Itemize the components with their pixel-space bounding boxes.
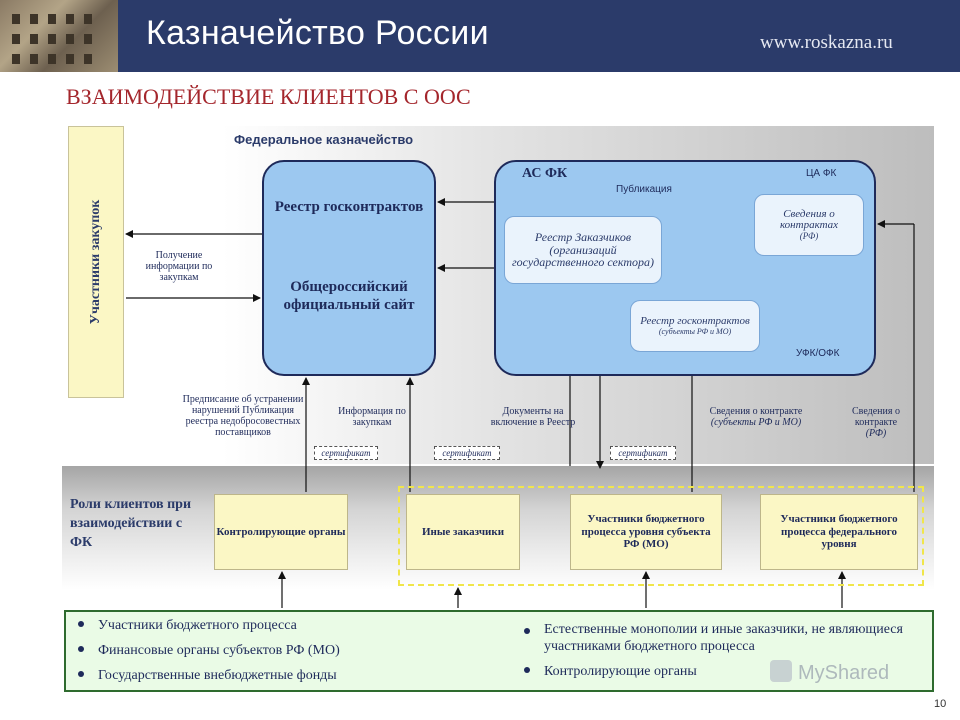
contract-info-subjects-sub: (субъекты РФ и МО) [710, 417, 802, 428]
slide-title: ВЗАИМОДЕЙСТВИЕ КЛИЕНТОВ С ООС [66, 84, 471, 109]
ca-fk-label: ЦА ФК [806, 168, 837, 179]
official-site-title: Общероссийский официальный сайт [283, 279, 415, 313]
contract-info-box: Сведения о контрактах (РФ) [754, 194, 864, 256]
customers-registry-box: Реестр Заказчиков (организаций государст… [504, 216, 662, 284]
certificate-badge-2: сертификат [434, 446, 500, 460]
legend-item: Контролирующие органы [524, 664, 697, 680]
state-contracts-sub: (субъекты РФ и МО) [658, 326, 732, 336]
contract-info-rf-sub: (РФ) [865, 428, 887, 439]
role-control-bodies: Контролирующие органы [214, 494, 348, 570]
prescription-label: Предписание об устранении нарушений Публ… [182, 394, 304, 438]
legend-item: Финансовые органы субъектов РФ (МО) [78, 643, 340, 659]
site-url[interactable]: www.roskazna.ru [760, 32, 893, 53]
state-contracts-text: Реестр госконтрактов [640, 315, 750, 328]
customers-group-outline [398, 486, 924, 586]
state-contracts-box: Реестр госконтрактов (субъекты РФ и МО) [630, 300, 760, 352]
contracts-registry-box: Реестр госконтрактов Общероссийский офиц… [262, 160, 436, 376]
certificate-badge-1: сертификат [314, 446, 378, 460]
roles-label: Роли клиентов при взаимодействии с ФК [70, 497, 192, 550]
building-photo [0, 0, 118, 72]
ufk-ofk-label: УФК/ОФК [796, 348, 840, 359]
legend-item: Государственные внебюджетные фонды [78, 668, 337, 684]
documents-label: Документы на включение в Реестр [490, 406, 576, 428]
contract-info-subjects-label: Сведения о контракте (субъекты РФ и МО) [698, 406, 814, 428]
publication-label: Публикация [616, 184, 672, 195]
watermark-icon [770, 660, 792, 682]
role-regional-budget: Участники бюджетного процесса уровня суб… [570, 494, 722, 570]
contract-info-text: Сведения о контрактах [779, 207, 839, 232]
role-other-customers: Иные заказчики [406, 494, 520, 570]
registry-title: Реестр госконтрактов [274, 199, 424, 215]
participants-box: Участники закупок [68, 126, 124, 398]
receive-info-label: Получение информации по закупкам [145, 250, 213, 283]
contract-info-rf-text: Сведения о контракте [852, 406, 900, 428]
role-federal-budget: Участники бюджетного процесса федерально… [760, 494, 918, 570]
certificate-badge-3: сертификат [610, 446, 676, 460]
federal-treasury-label: Федеральное казначейство [234, 132, 414, 147]
asfk-title: АС ФК [522, 166, 568, 181]
header-bar [0, 0, 960, 72]
watermark: MyShared [798, 662, 890, 684]
customers-registry-text: Реестр Заказчиков (организаций государст… [511, 230, 654, 270]
asfk-box: АС ФК Публикация ЦА ФК УФК/ОФК Реестр За… [494, 160, 876, 376]
brand-title: Казначейство России [146, 14, 489, 52]
legend-item: Естественные монополии и иные заказчики,… [524, 622, 914, 656]
contract-info-subjects-text: Сведения о контракте [709, 406, 803, 417]
contract-info-sub: (РФ) [799, 230, 819, 241]
purchase-info-label: Информация по закупкам [338, 406, 406, 428]
page-number: 10 [934, 698, 947, 710]
legend-item: Участники бюджетного процесса [78, 618, 297, 634]
contract-info-rf-label: Сведения о контракте (РФ) [836, 406, 916, 439]
